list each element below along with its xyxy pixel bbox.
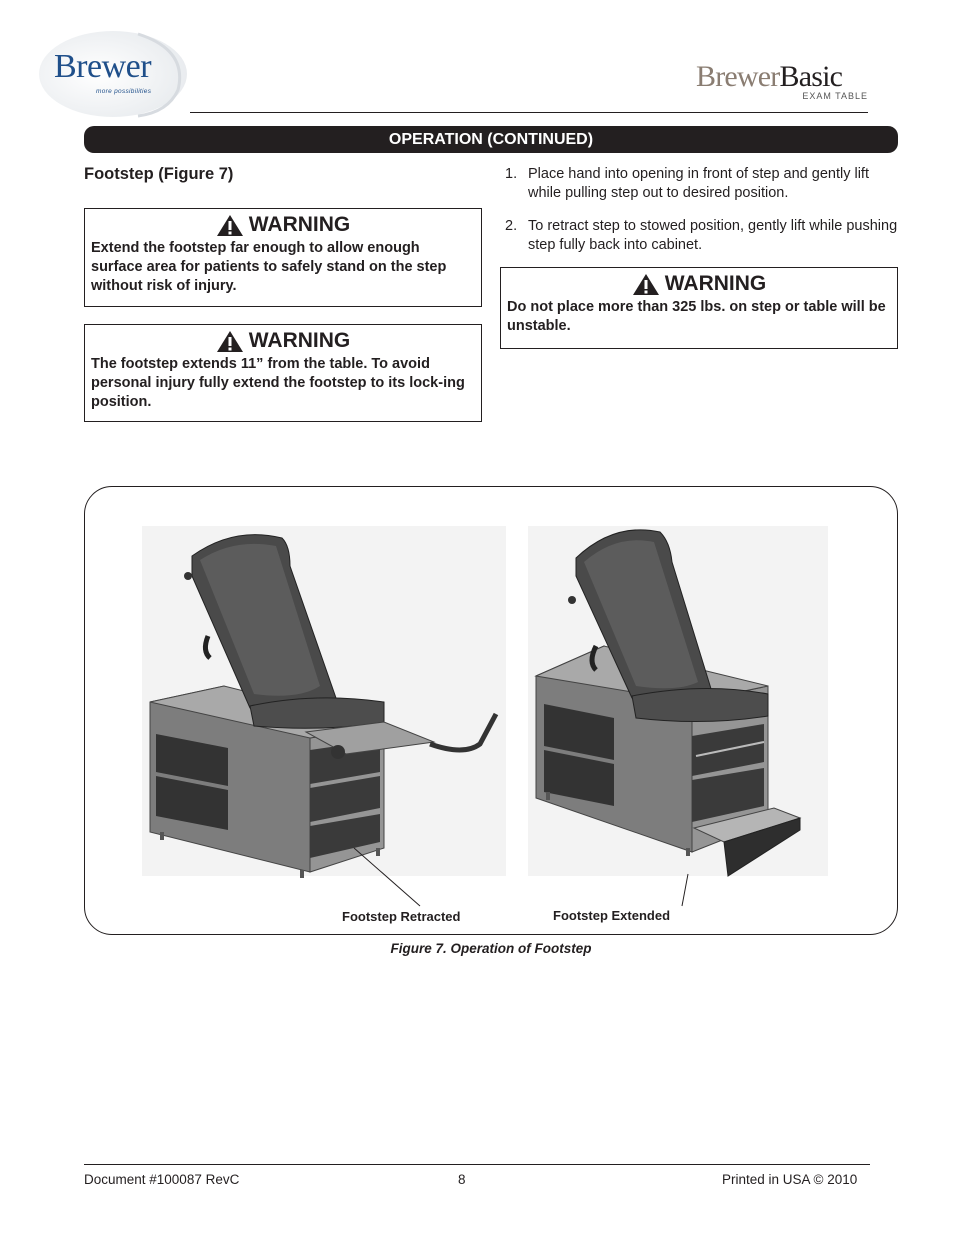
exam-table-extended [534,529,802,877]
logo-right-brand-part1: Brewer [696,60,780,93]
step-number: 1. [505,166,518,182]
label-footstep-retracted: Footstep Retracted [342,909,461,924]
figure-illustration [142,526,828,907]
warning-title: WARNING [664,272,767,295]
logo-left-tagline: more possibilities [96,88,152,95]
warning-title-row: WARNING [85,327,481,355]
brewer-logo: Brewer more possibilities [38,30,188,118]
warning-title-row: WARNING [85,211,481,239]
warning-text: Extend the footstep far enough to allow … [91,240,447,294]
footer-rule [84,1164,870,1165]
label-footstep-extended: Footstep Extended [553,908,671,923]
warning-title: WARNING [248,329,351,352]
logo-swoosh-icon [39,31,187,118]
warning-box: WARNING The footstep extends 11” from th… [84,324,482,422]
header-rule [190,112,868,113]
footer-page-number: 8 [458,1172,466,1187]
warning-box: WARNING Do not place more than 325 lbs. … [500,267,898,349]
warning-title: WARNING [248,213,351,236]
step-item: 2. To retract step to stowed position, g… [505,217,900,255]
callout-line-extended [681,873,689,907]
brewer-basic-logo: BrewerBasic EXAM TABLE [696,60,870,106]
logo-right-brand-part2: Basic [779,60,843,93]
warning-triangle-icon [632,273,659,295]
warning-box: WARNING Extend the footstep far enough t… [84,208,482,307]
exam-table-retracted [149,534,499,878]
subheading: Footstep (Figure 7) [84,165,234,183]
warning-text: Do not place more than 325 lbs. on step … [507,299,886,334]
step-number: 2. [505,218,518,234]
step-item: 1. Place hand into opening in front of s… [505,165,900,203]
callout-line-retracted [353,847,421,907]
step-text: Place hand into opening in front of step… [528,166,869,201]
section-title: OPERATION (CONTINUED) [84,126,898,153]
warning-text: The footstep extends 11” from the table.… [91,356,465,410]
logo-left-name: Brewer [54,48,152,85]
warning-triangle-icon [216,214,243,236]
figure-caption: Figure 7. Operation of Footstep [390,941,592,956]
logo-right-subtitle: EXAM TABLE [802,91,868,101]
step-text: To retract step to stowed position, gent… [528,218,898,253]
warning-triangle-icon [216,330,243,352]
footer-document-number: Document #100087 RevC [84,1172,240,1187]
footer-printed: Printed in USA © 2010 [722,1172,858,1187]
warning-title-row: WARNING [501,270,897,298]
